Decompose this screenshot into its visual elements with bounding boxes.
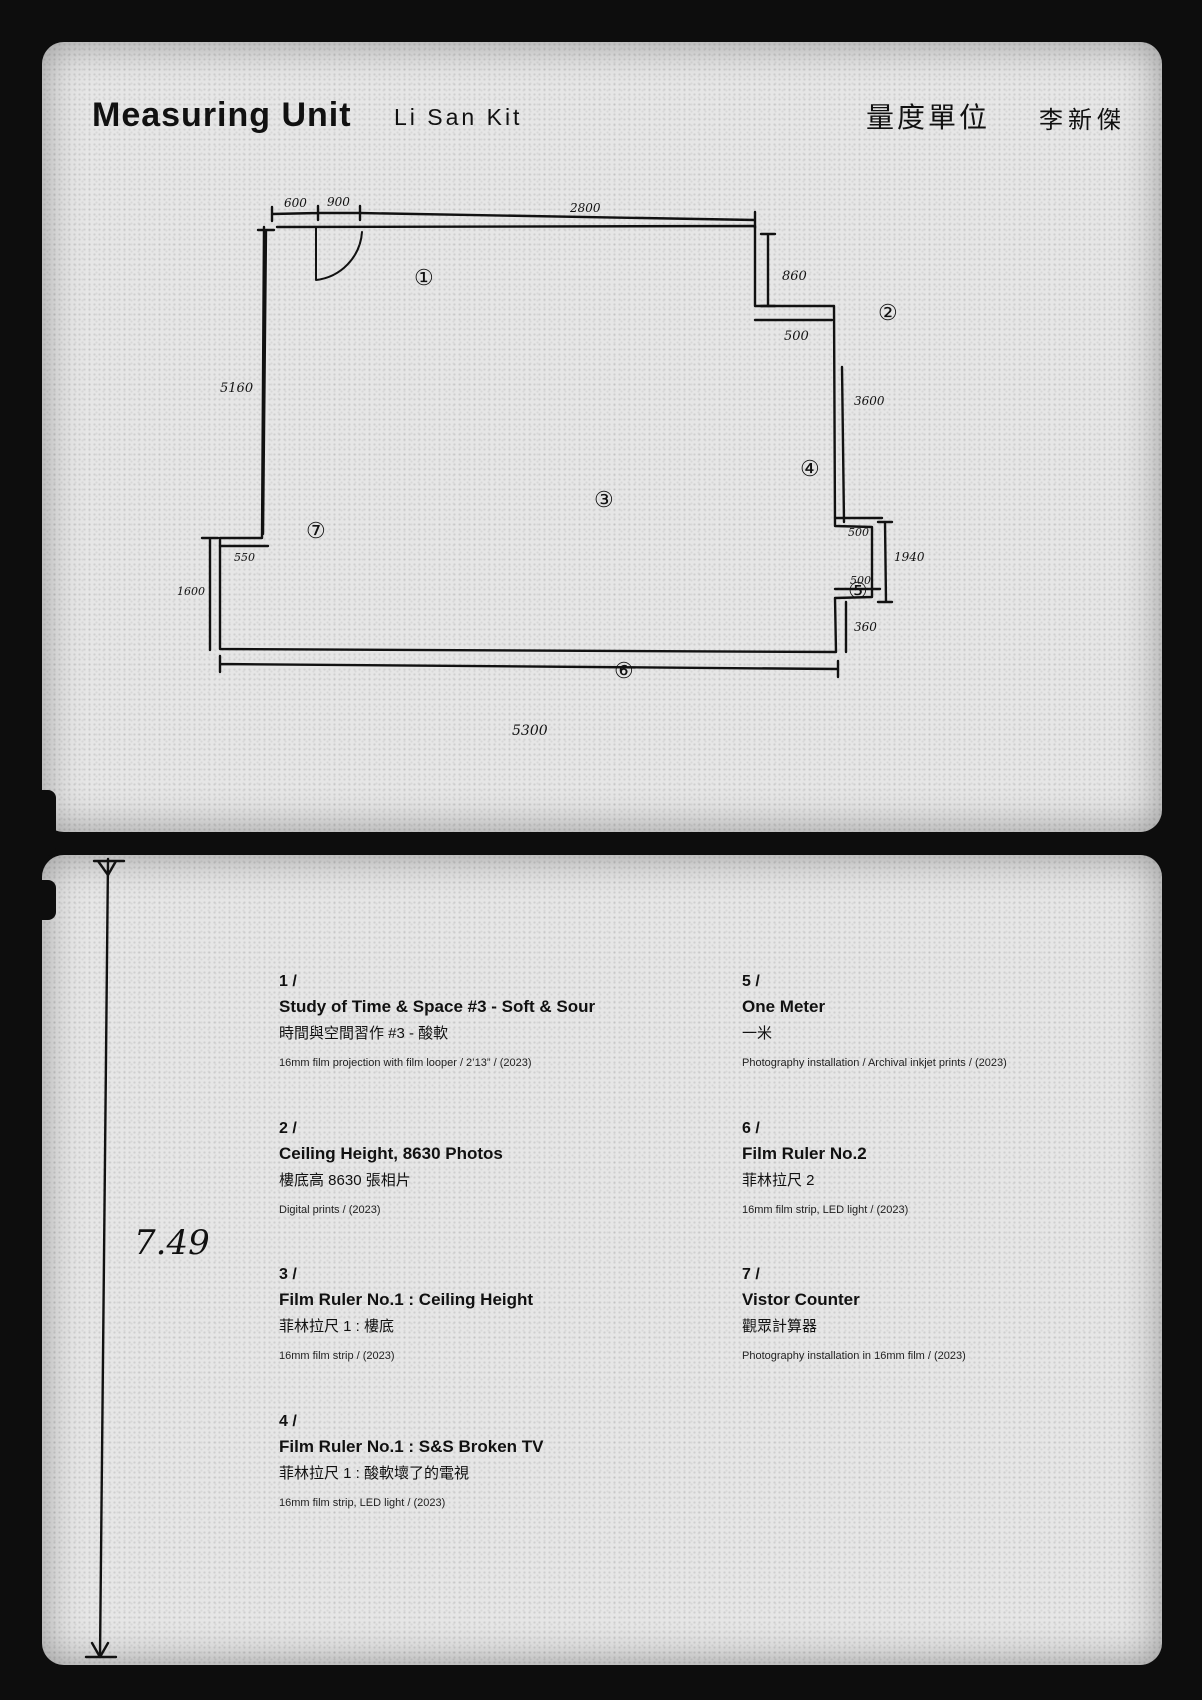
work-title-zh: 菲林拉尺 1 : 樓底 [279, 1318, 395, 1335]
dimension-label: 600 [284, 196, 307, 210]
artist-name-en: Li San Kit [394, 104, 523, 130]
work-number: 7 / [742, 1266, 760, 1283]
film-frame-bottom: 7.49 1 / Study of Time & Space #3 - Soft… [42, 855, 1162, 1665]
exhibition-title-zh: 量度單位 [865, 102, 990, 133]
work-item: 5 / One Meter 一米 Photography installatio… [742, 973, 1162, 1069]
dimension-label: 900 [327, 195, 350, 209]
work-title-zh: 時間與空間習作 #3 - 酸軟 [279, 1025, 449, 1042]
work-title: Study of Time & Space #3 - Soft & Sour [279, 997, 596, 1016]
work-item: 6 / Film Ruler No.2 菲林拉尺 2 16mm film str… [742, 1120, 1162, 1216]
marker-4: ④ [800, 456, 820, 481]
dimension-label: 550 [234, 551, 255, 564]
dimension-label: 3600 [854, 394, 885, 408]
work-title-zh: 樓底高 8630 張相片 [279, 1172, 411, 1189]
work-number: 2 / [279, 1120, 297, 1137]
work-medium: Digital prints / (2023) [279, 1204, 381, 1216]
work-item: 3 / Film Ruler No.1 : Ceiling Height 菲林拉… [279, 1266, 709, 1362]
dimension-label: 1600 [177, 585, 205, 598]
work-number: 1 / [279, 973, 297, 990]
dimension-labels: 600 900 2800 860 500 3600 5160 550 1600 … [177, 195, 925, 739]
marker-1: ① [414, 265, 434, 290]
dimension-label: 5160 [220, 381, 253, 396]
work-title: One Meter [742, 997, 826, 1016]
work-number: 6 / [742, 1120, 760, 1137]
work-medium: 16mm film strip, LED light / (2023) [279, 1497, 446, 1509]
work-medium: 16mm film strip, LED light / (2023) [742, 1204, 909, 1216]
marker-7: ⑦ [306, 518, 326, 543]
dimension-label: 500 [784, 329, 809, 344]
work-number: 5 / [742, 973, 760, 990]
dimension-label: 2800 [569, 201, 601, 215]
work-item: 4 / Film Ruler No.1 : S&S Broken TV 菲林拉尺… [279, 1413, 709, 1509]
work-title-zh: 一米 [742, 1025, 773, 1042]
ceiling-height-label: 7.49 [134, 1223, 210, 1263]
work-title-zh: 菲林拉尺 1 : 酸軟壞了的電視 [279, 1465, 470, 1482]
film-notch [42, 880, 56, 920]
work-title: Film Ruler No.1 : Ceiling Height [279, 1290, 534, 1309]
work-item: 2 / Ceiling Height, 8630 Photos 樓底高 8630… [279, 1120, 709, 1216]
dimension-label: 360 [854, 620, 877, 634]
door-swing [315, 227, 363, 281]
work-medium: Photography installation / Archival inkj… [742, 1057, 1007, 1069]
dimension-label: 500 [848, 526, 869, 539]
film-notch [42, 790, 56, 856]
dimension-label: 5300 [512, 723, 548, 739]
work-markers: ① ② ③ ④ ⑤ ⑥ ⑦ [306, 265, 898, 683]
floor-plan-drawing: 600 900 2800 860 500 3600 5160 550 1600 … [177, 195, 925, 739]
work-medium: 16mm film projection with film looper / … [279, 1057, 532, 1069]
works-list: 1 / Study of Time & Space #3 - Soft & So… [42, 855, 1162, 1665]
work-number: 4 / [279, 1413, 297, 1430]
height-measure-line [84, 857, 126, 1659]
work-title: Ceiling Height, 8630 Photos [279, 1144, 503, 1163]
work-title: Vistor Counter [742, 1290, 860, 1309]
floor-plan-outline [218, 224, 874, 654]
dimension-label: 1940 [894, 550, 925, 564]
film-frame-top: Measuring Unit Li San Kit 量度單位 李新傑 6 [42, 42, 1162, 832]
work-title-zh: 菲林拉尺 2 [742, 1172, 815, 1189]
work-title: Film Ruler No.2 [742, 1144, 867, 1163]
artist-name-zh: 李新傑 [1039, 107, 1126, 134]
marker-3: ③ [594, 487, 614, 512]
marker-6: ⑥ [614, 658, 634, 683]
marker-5: ⑤ [848, 578, 868, 603]
work-medium: 16mm film strip / (2023) [279, 1350, 395, 1362]
work-item: 7 / Vistor Counter 觀眾計算器 Photography ins… [742, 1266, 1162, 1362]
exhibition-title-en: Measuring Unit [92, 96, 352, 134]
work-item: 1 / Study of Time & Space #3 - Soft & So… [279, 973, 709, 1069]
work-title: Film Ruler No.1 : S&S Broken TV [279, 1437, 544, 1456]
work-number: 3 / [279, 1266, 297, 1283]
dimension-label: 860 [782, 269, 807, 284]
marker-2: ② [878, 300, 898, 325]
dimension-label: 500 [850, 574, 871, 587]
work-title-zh: 觀眾計算器 [742, 1318, 818, 1335]
work-medium: Photography installation in 16mm film / … [742, 1350, 966, 1362]
